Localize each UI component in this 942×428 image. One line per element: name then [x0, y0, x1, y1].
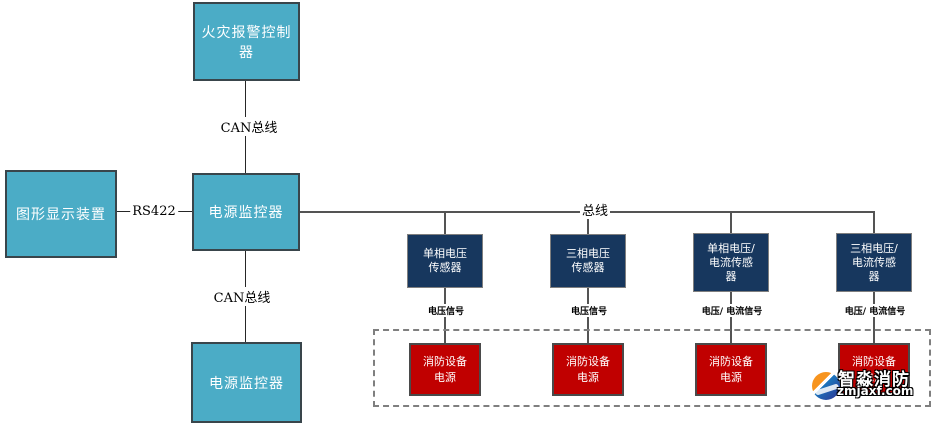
- node-label-line: 器: [868, 269, 880, 283]
- label-voltage-signal-1: 电压信号: [426, 304, 466, 317]
- node-sensor-three-phase-voltage-current: 三相电压/ 电流传感 器: [836, 233, 912, 292]
- watermark: 智淼消防 zmjaxf.com: [808, 364, 940, 408]
- node-label-line: 三相电压/: [850, 241, 898, 255]
- signal-line-3: [730, 292, 732, 343]
- watermark-brand: 智淼消防: [838, 370, 910, 390]
- label-can-bus-top: CAN总线: [218, 117, 280, 136]
- fire-equipment-power-zone: [373, 329, 931, 407]
- label-voltage-signal-2: 电压信号: [569, 304, 609, 317]
- watermark-logo-icon: [812, 372, 840, 400]
- bus-drop-sensor-1: [444, 212, 446, 234]
- node-label: 电源监控器: [209, 375, 284, 392]
- label-rs422: RS422: [130, 204, 178, 219]
- node-label-line: 传感器: [428, 261, 462, 274]
- node-label: 电源监控器: [208, 205, 284, 221]
- watermark-swoosh-shape: [814, 383, 840, 396]
- bus-drop-sensor-3: [730, 212, 732, 233]
- node-label-line: 电源: [577, 370, 599, 384]
- signal-line-4: [873, 292, 875, 343]
- label-voltage-current-signal-3: 电压/ 电流信号: [700, 304, 764, 317]
- node-graphic-display: 图形显示装置: [5, 170, 117, 258]
- node-label-line: 电源: [863, 370, 885, 384]
- node-sensor-three-phase-voltage: 三相电压 传感器: [550, 234, 626, 288]
- node-label-line: 传感器: [571, 261, 605, 274]
- node-sensor-single-phase-voltage-current: 单相电压/ 电流传感 器: [693, 233, 769, 292]
- bus-drop-sensor-2: [587, 212, 589, 234]
- bus-drop-sensor-4: [873, 212, 875, 233]
- node-label-line: 电源: [434, 370, 456, 384]
- node-sensor-single-phase-voltage: 单相电压 传感器: [407, 234, 483, 288]
- label-can-bus-bottom: CAN总线: [211, 287, 273, 306]
- node-fire-equipment-power-2: 消防设备 电源: [552, 343, 624, 396]
- node-label-line: 消防设备: [566, 354, 610, 368]
- node-label-line: 电流传感: [709, 255, 753, 269]
- node-fire-alarm-controller: 火灾报警控制器: [193, 2, 300, 81]
- node-label-line: 消防设备: [423, 354, 467, 368]
- node-power-monitor-main: 电源监控器: [192, 173, 300, 251]
- watermark-site: zmjaxf.com: [837, 384, 914, 398]
- node-power-monitor-secondary: 电源监控器: [191, 342, 302, 423]
- node-label-line: 消防设备: [852, 354, 896, 368]
- node-fire-equipment-power-4: 消防设备 电源: [838, 343, 910, 396]
- label-bus: 总线: [579, 200, 611, 219]
- node-fire-equipment-power-3: 消防设备 电源: [695, 343, 767, 396]
- node-label-line: 电源: [720, 370, 742, 384]
- node-label-line: 单相电压: [423, 247, 467, 260]
- node-label-line: 器: [725, 269, 737, 283]
- node-label: 图形显示装置: [16, 207, 106, 223]
- node-label-line: 三相电压: [566, 247, 610, 260]
- node-fire-equipment-power-1: 消防设备 电源: [409, 343, 481, 396]
- node-label-line: 单相电压/: [707, 241, 755, 255]
- label-voltage-current-signal-4: 电压/ 电流信号: [843, 304, 907, 317]
- node-label-line: 消防设备: [709, 354, 753, 368]
- node-label-line: 电流传感: [852, 255, 896, 269]
- node-label: 火灾报警控制器: [201, 24, 292, 61]
